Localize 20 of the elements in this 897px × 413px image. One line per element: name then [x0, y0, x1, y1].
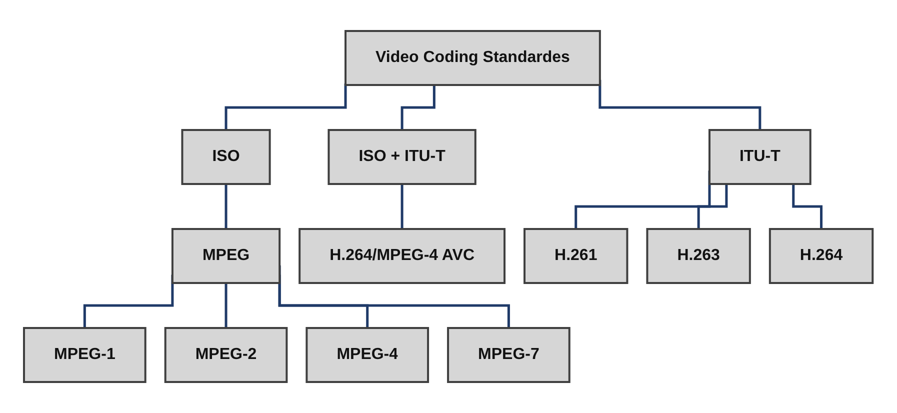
node-box: MPEG-4 — [306, 327, 430, 383]
node-box: MPEG — [172, 228, 281, 284]
node-box: H.261 — [524, 228, 628, 284]
node-box: H.263 — [646, 228, 752, 284]
connector — [224, 84, 347, 132]
connector — [400, 85, 436, 132]
node-box: H.264/MPEG-4 AVC — [298, 228, 506, 284]
connector — [224, 283, 228, 330]
node-box: ISO + ITU-T — [328, 129, 477, 185]
node-box: MPEG-2 — [164, 327, 288, 383]
connector — [792, 184, 823, 230]
node-box: MPEG-1 — [23, 327, 147, 383]
node-box: MPEG-7 — [447, 327, 571, 383]
node-box: Video Coding Standardes — [344, 30, 602, 86]
node-box: H.264 — [769, 228, 874, 284]
node-box: ISO — [181, 129, 271, 185]
node-box: ITU-T — [708, 129, 812, 185]
connector — [224, 184, 228, 230]
connector — [400, 184, 404, 230]
connector — [698, 184, 728, 230]
